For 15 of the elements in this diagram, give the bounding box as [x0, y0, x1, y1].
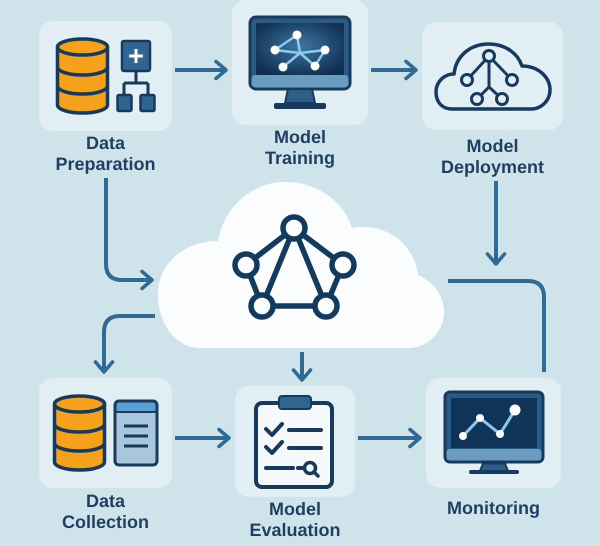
- arrow: [358, 428, 422, 448]
- connector-line: [448, 279, 546, 372]
- node-label: Model Deployment: [440, 136, 546, 178]
- arrow: [292, 352, 312, 382]
- arrow: [175, 428, 231, 448]
- arrow: [94, 314, 155, 374]
- arrow: [371, 60, 418, 80]
- node-label: Monitoring: [447, 498, 540, 519]
- node-label: Data Collection: [60, 491, 150, 533]
- node-label: Model Evaluation: [248, 499, 342, 541]
- arrow: [486, 181, 506, 266]
- arrow: [104, 178, 154, 290]
- node-label: Model Training: [264, 127, 336, 169]
- arrow: [175, 60, 228, 80]
- node-label: Data Preparation: [54, 133, 157, 175]
